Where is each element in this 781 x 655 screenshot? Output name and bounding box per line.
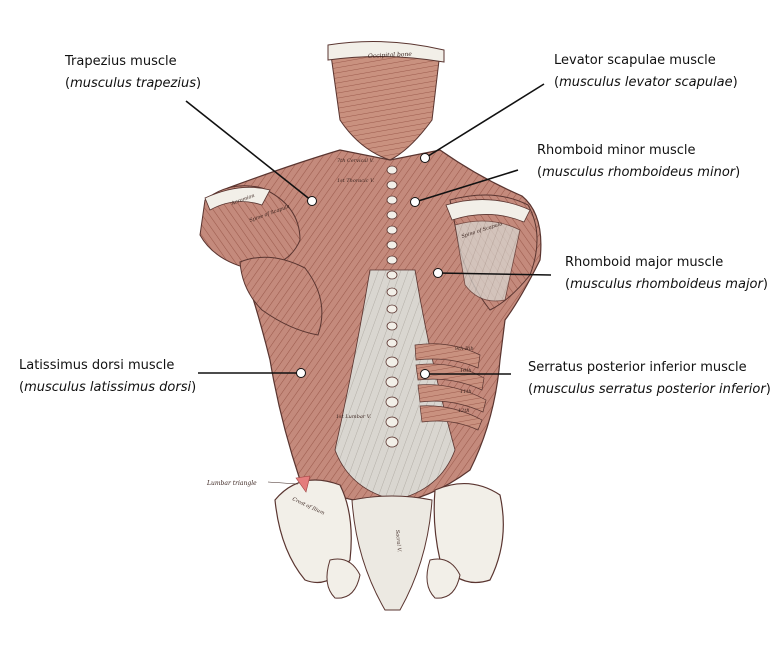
rib11-label: 11th: [460, 389, 472, 395]
rhomboid-major-latin: musculus rhomboideus major: [570, 277, 763, 292]
levator-scapulae-label: Levator scapulae muscle (musculus levato…: [554, 50, 738, 94]
serratus-posterior-inferior-label: Serratus posterior inferior muscle (musc…: [528, 357, 771, 401]
right-spine-of-scapula: [445, 199, 531, 223]
right-femur-head: [426, 558, 461, 599]
right-scapula-fascia: [454, 220, 521, 302]
levator-leader: [424, 83, 545, 159]
left-upper-arm: [239, 256, 323, 336]
rhomboid-minor-label: Rhomboid minor muscle (musculus rhomboid…: [537, 140, 740, 184]
rhomboid-major-name: Rhomboid major muscle: [565, 255, 724, 270]
right-ilium: [433, 482, 504, 584]
rhomboid-minor-name: Rhomboid minor muscle: [537, 143, 696, 158]
trapezius-leader: [185, 100, 313, 202]
occipital-bone: [327, 40, 445, 63]
levator-scapulae-latin: musculus levator scapulae: [559, 75, 733, 90]
sacral-label: Sacral V.: [394, 530, 402, 553]
serratus-bands: [414, 343, 487, 431]
latissimus-marker: [296, 368, 306, 378]
rhomboid-major-marker: [433, 268, 443, 278]
trapezius-name: Trapezius muscle: [65, 54, 177, 69]
rhomboid-minor-latin: musculus rhomboideus minor: [542, 165, 736, 180]
left-femur-head: [326, 558, 361, 599]
left-acromion: [204, 186, 271, 211]
latissimus-dorsi-label: Latissimus dorsi muscle (musculus latiss…: [19, 355, 196, 399]
latissimus-dorsi-latin: musculus latissimus dorsi: [24, 380, 192, 395]
latissimus-dorsi-name: Latissimus dorsi muscle: [19, 358, 175, 373]
rib12-label: 12th: [458, 408, 470, 414]
rhomboid-minor-marker: [410, 197, 420, 207]
vertebral-column: [385, 165, 399, 448]
trapezius-marker: [307, 196, 317, 206]
left-ilium: [274, 479, 352, 584]
rib10-label: 10th: [460, 368, 472, 374]
sacrum: [351, 495, 433, 611]
lumbar-triangle-patch: [295, 475, 311, 493]
lumbar1-label: 1st Lumbar V.: [336, 414, 372, 420]
left-deltoid: [199, 185, 301, 271]
lumbar-triangle-leader: [267, 481, 299, 485]
neck: [329, 44, 441, 161]
trapezius-label: Trapezius muscle (musculus trapezius): [65, 51, 201, 95]
levator-scapulae-name: Levator scapulae muscle: [554, 53, 716, 68]
occipital-bone-label: Occipital bone: [368, 51, 413, 60]
serratus-posterior-inferior-latin: musculus serratus posterior inferior: [533, 382, 766, 397]
rib9-label: 9th Rib: [455, 346, 474, 352]
rhomboid-major-leader: [437, 272, 552, 276]
levator-marker: [420, 153, 430, 163]
serratus-posterior-inferior-name: Serratus posterior inferior muscle: [528, 360, 747, 375]
lumbar-triangle-label: Lumbar triangle: [206, 480, 257, 487]
rhomboid-minor-leader: [414, 169, 519, 203]
trapezius-latin: musculus trapezius: [70, 76, 197, 91]
rhomboid-major-label: Rhomboid major muscle (musculus rhomboid…: [565, 252, 768, 296]
t1-label: 1st Thoracic V.: [337, 178, 375, 184]
serratus-marker: [420, 369, 430, 379]
c7-label: 7th Cervical V.: [337, 158, 375, 164]
